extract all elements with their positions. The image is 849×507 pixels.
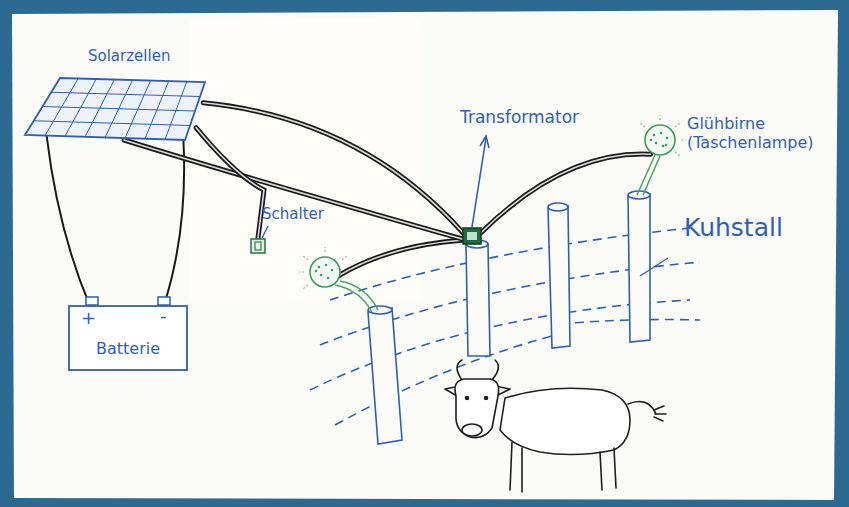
fence-post [548,206,570,348]
cable-outline [338,240,464,276]
node-label: Solarzellen [88,47,170,65]
paper [12,10,838,500]
cable-left-bulb [338,240,464,276]
battery-body [69,306,187,370]
leader-line [640,258,668,276]
post-top [548,203,568,211]
panel-grid [51,92,200,96]
bulb-dot [653,134,656,137]
bulb-outline [643,123,677,157]
trafo-outline [463,228,481,244]
cow-eye [466,397,469,400]
terminal-sign: - [160,305,167,327]
cable-core [203,103,463,233]
bulb-stem [643,156,660,195]
switch-body [251,239,265,253]
cow-tail [628,402,656,414]
cable-outline [124,140,463,239]
bulb-circle: Glühbirne (Taschenlampe) [643,123,677,157]
cow-body [500,388,630,454]
switch-lever [255,242,261,250]
transformer-body [463,228,481,244]
bulb-stem [340,281,378,310]
cow-drawing [445,360,666,492]
switch-box: Schalter [250,238,266,254]
bulb-dot [662,145,665,148]
bulb-dot [650,139,653,142]
cow-legs [510,442,616,492]
bulb-dot [655,142,658,145]
wire-line [47,136,90,305]
battery-terminal [158,297,170,305]
cable-core [196,128,264,238]
bulb-dot [660,132,663,135]
panel-frame [25,78,205,140]
bulb-stem [335,285,372,312]
bulb-stems [335,155,660,312]
cable-core [338,240,464,276]
cable-outline [196,128,264,238]
battery-terminal [86,297,98,305]
cable [196,128,264,238]
cable-outline [203,103,463,233]
fence-post [628,194,650,342]
bulb-glass [310,257,340,287]
bulb-ray [681,139,686,140]
switch-outline [250,238,266,254]
wire [47,136,90,305]
transformer-core [467,232,477,240]
node-label: Batterie [68,339,188,358]
cable-core [481,154,650,233]
bulb-ray [675,123,680,127]
cable-core [124,140,463,239]
wire-line [164,140,184,305]
paper-light [190,18,420,300]
solar-panel: Solarzellen [25,78,205,140]
cable-outline [481,154,650,233]
wire [164,140,184,305]
bulb-ray [659,115,660,120]
area-label: Kuhstall [684,213,783,243]
panel-outline [25,78,205,140]
bulb-ray [640,123,645,127]
bulb-dot [665,144,668,147]
node-label: Schalter [262,205,324,223]
arrow-head [480,136,489,148]
cable [203,103,463,233]
transformer-box: Transformator [463,228,481,244]
cable [124,140,463,239]
cow-tail-tuft [654,406,666,421]
bulb-dot [666,137,669,140]
panel-grid [34,121,190,126]
battery-box: + - Batterie [68,305,188,371]
leader-line [262,226,268,238]
bulb-symbol [299,247,347,289]
cow-nose [462,424,482,436]
bulb-ray [675,152,680,156]
cow-horns [457,360,498,380]
terminal-sign: + [81,307,96,329]
cow-head [455,379,499,438]
fence-post [368,308,402,444]
node-label: Transformator [460,107,579,127]
cow-eye [485,397,488,400]
node-label: Glühbirne (Taschenlampe) [687,114,837,152]
bulb-dots [315,264,334,280]
panel-grid [43,107,196,112]
bulb-rays [299,247,347,289]
fence-post [466,244,490,356]
cable [481,154,650,233]
leader-arrow [472,138,486,227]
bulb-glass [645,125,675,155]
